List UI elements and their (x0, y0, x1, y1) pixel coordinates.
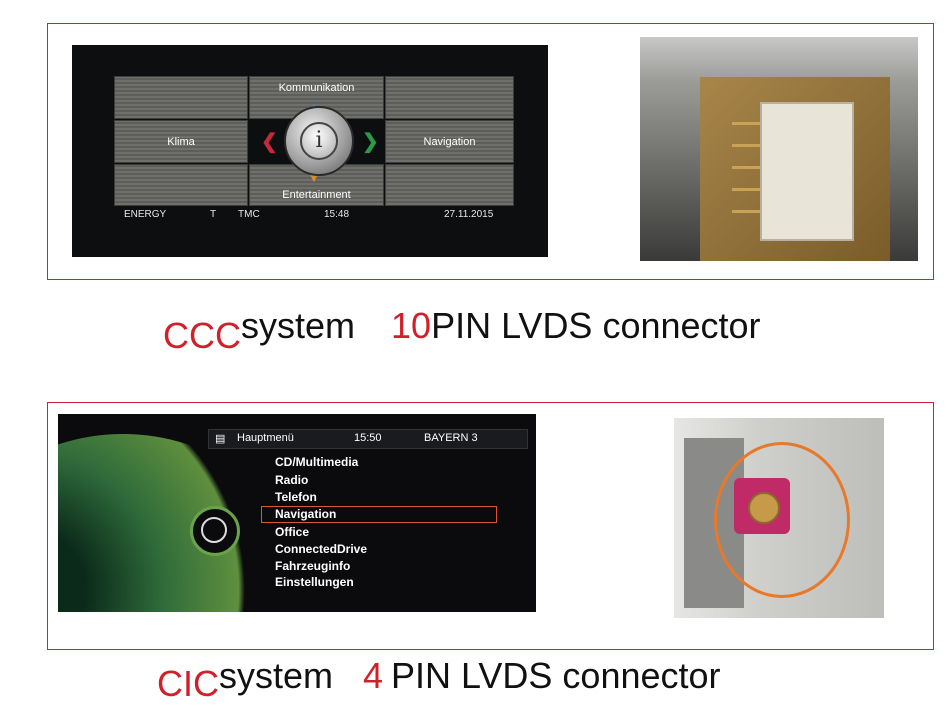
cic-connector-photo (674, 418, 884, 618)
menu-item: Radio (275, 473, 309, 487)
cic-green-background (58, 434, 288, 612)
kommunikation-label: Kommunikation (278, 82, 355, 94)
cic-pin-count: 4 (363, 655, 384, 696)
chevron-right-icon: ❯ (362, 131, 379, 153)
connector-pin (732, 188, 760, 191)
menu-item: ConnectedDrive (275, 542, 368, 556)
energy-status: ENERGY (124, 209, 167, 220)
tile-top-right (385, 76, 514, 119)
connector-pin (732, 210, 760, 213)
cic-system-name: CIC (157, 663, 219, 704)
cic-screen-photo: ▤ Hauptmenü 15:50 BAYERN 3 CD/Multimedia… (58, 414, 536, 612)
navigation-label: Navigation (423, 136, 476, 148)
menu-item: Einstellungen (275, 575, 354, 589)
ccc-menu-grid: Kommunikation ▲ Klima Navigation ▼ Enter… (114, 76, 514, 206)
menu-item: CD/Multimedia (275, 455, 359, 469)
date-status: 27.11.2015 (444, 209, 494, 220)
tile-bottom-right (385, 164, 514, 206)
navigation-knob-icon (190, 506, 240, 556)
ccc-status-bar: ENERGY T TMC 15:48 27.11.2015 (114, 207, 514, 223)
cic-system-word: system (219, 655, 334, 696)
highlight-circle (714, 442, 850, 598)
menu-item: Office (275, 525, 310, 539)
lvds-plug (732, 102, 854, 241)
menu-icon: ▤ (215, 433, 226, 445)
menu-item-selected: Navigation (275, 507, 337, 521)
chevron-left-icon: ❮ (261, 131, 278, 153)
info-knob: i (284, 106, 354, 176)
tile-mid-left: Klima (114, 120, 248, 163)
cic-frame (47, 402, 934, 650)
connector-pin (732, 122, 760, 125)
entertainment-label: Entertainment (282, 189, 351, 201)
time-status: 15:48 (324, 209, 350, 220)
menu-item: Fahrzeuginfo (275, 559, 351, 573)
tmc-status: TMC (238, 209, 260, 220)
ccc-connector-text: PIN LVDS connector (431, 305, 761, 346)
ccc-system-word: system (241, 305, 356, 346)
menu-item: Telefon (275, 490, 317, 504)
connector-pin (732, 166, 760, 169)
ccc-connector-photo (640, 37, 918, 261)
ccc-frame (47, 23, 934, 280)
t-status: T (210, 209, 217, 220)
info-icon: i (300, 122, 338, 160)
header-title: Hauptmenü (237, 432, 294, 444)
header-station: BAYERN 3 (424, 432, 478, 444)
header-time: 15:50 (354, 432, 382, 444)
cic-connector-text: PIN LVDS connector (391, 655, 721, 696)
tile-bottom-left (114, 164, 248, 206)
selection-highlight (261, 506, 497, 523)
klima-label: Klima (167, 136, 195, 148)
tile-top-left (114, 76, 248, 119)
ccc-pin-count: 10 (391, 305, 432, 346)
ccc-screen-photo: Kommunikation ▲ Klima Navigation ▼ Enter… (72, 45, 548, 257)
tile-mid-right: Navigation (385, 120, 514, 163)
ccc-system-name: CCC (163, 315, 241, 356)
connector-pin (732, 144, 760, 147)
ccc-caption: CCCsystem 10PIN LVDS connector (163, 305, 761, 356)
cic-header-bar: ▤ Hauptmenü 15:50 BAYERN 3 (208, 429, 528, 449)
